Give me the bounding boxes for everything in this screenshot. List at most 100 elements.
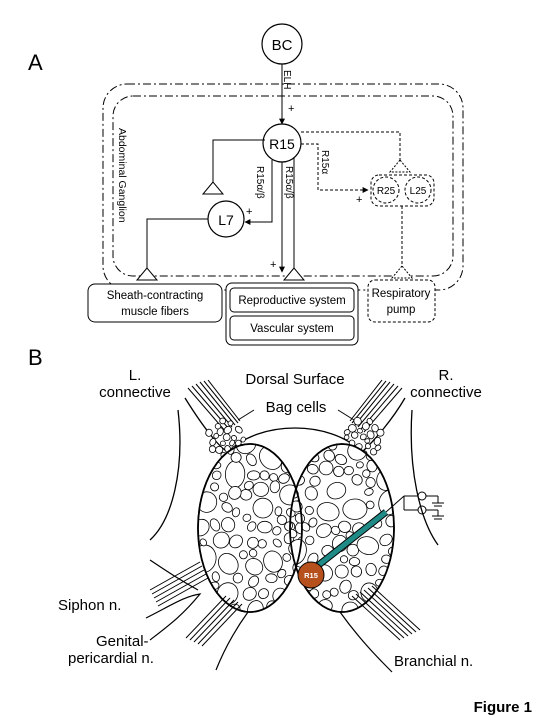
neuron-soma <box>211 571 220 582</box>
r15a-label: R15α <box>319 150 330 174</box>
neuron-soma <box>218 492 229 502</box>
neuron-soma <box>356 428 363 434</box>
r-connective-label-2: connective <box>410 384 482 401</box>
neuron-soma <box>213 432 220 439</box>
neuron-soma <box>209 518 221 532</box>
neuron-soma <box>205 428 213 437</box>
reproductive-plus: + <box>270 259 276 271</box>
neuron-soma <box>305 535 315 546</box>
terminal-triangle-respiratory <box>390 265 414 279</box>
neuron-soma <box>258 588 269 599</box>
neuron-soma <box>234 425 243 434</box>
terminal-triangle-left <box>201 181 225 195</box>
neuron-soma <box>308 517 318 528</box>
neuron-soma <box>330 525 341 535</box>
neuron-soma <box>222 433 231 442</box>
neuron-soma <box>269 480 281 494</box>
neuron-soma <box>272 526 282 536</box>
neuron-soma <box>247 521 257 532</box>
neuron-soma <box>238 550 248 560</box>
neuron-soma <box>221 502 233 513</box>
respiratory-pump-label-1: Respiratory <box>372 288 431 300</box>
neuron-soma <box>318 460 334 476</box>
figure-label: Figure 1 <box>474 699 532 716</box>
l-connective-label-1: L. <box>129 367 142 384</box>
neuron-soma <box>227 420 234 427</box>
r25-label: R25 <box>377 186 396 197</box>
neuron-soma <box>228 486 242 500</box>
neuron-soma <box>351 474 363 486</box>
genital-pericardial-fibers <box>185 595 243 647</box>
neuron-soma <box>343 429 351 436</box>
neuron-soma <box>209 438 217 447</box>
vascular-system-label: Vascular system <box>250 323 334 335</box>
neuron-soma <box>304 486 318 501</box>
genital-pericardial-label-1: Genital- <box>96 633 149 650</box>
neuron-soma <box>230 435 238 441</box>
neuron-soma <box>342 498 368 520</box>
neuron-soma <box>208 445 217 453</box>
reproductive-system-label: Reproductive system <box>238 295 345 307</box>
r15-neuron-label: R15 <box>304 571 318 580</box>
neuron-soma <box>199 538 207 547</box>
neuron-soma <box>356 461 364 469</box>
neuron-soma <box>246 453 257 467</box>
neuron-soma <box>316 523 332 538</box>
neuron-soma <box>347 590 359 601</box>
neuron-soma <box>278 473 290 484</box>
neuron-soma <box>232 572 244 584</box>
right-hemiganglion-rim <box>289 443 395 613</box>
right-connective-fibers <box>349 379 403 433</box>
neuron-soma <box>322 590 332 599</box>
r15-to-r25-pathway <box>301 143 369 193</box>
neuron-soma <box>374 444 382 451</box>
neuron-soma <box>334 453 348 466</box>
neuron-soma <box>309 475 321 487</box>
neuron-soma <box>351 431 359 439</box>
neurons-right <box>290 444 394 612</box>
neuron-soma <box>265 573 278 584</box>
neuron-soma <box>385 515 394 528</box>
neuron-soma <box>366 417 373 425</box>
neuron-soma <box>218 553 239 575</box>
r25-cell <box>372 176 400 204</box>
neuron-soma <box>257 539 267 549</box>
elh-plus: + <box>288 103 294 115</box>
neuron-soma <box>282 553 292 562</box>
neuron-soma <box>257 520 273 534</box>
terminal-triangle-r25 <box>388 159 412 173</box>
l25-cell <box>404 176 432 204</box>
r15ab-right-label: R15α/β <box>283 166 294 199</box>
neuron-soma <box>362 469 371 478</box>
siphon-nerve-fibers <box>149 561 209 607</box>
neuron-soma <box>248 575 260 588</box>
neuron-soma <box>373 436 382 446</box>
neuron-soma <box>338 520 352 533</box>
amplifier-wiring <box>385 491 444 520</box>
left-hemiganglion-rim <box>197 443 303 613</box>
muscle-fibers-label-1: Sheath-contracting <box>107 290 204 302</box>
neuron-soma <box>212 531 230 549</box>
neuron-soma <box>248 548 258 558</box>
neuron-soma <box>304 505 314 515</box>
r15-to-terminal-dashed <box>301 131 401 160</box>
branchial-nerve-fibers <box>351 585 421 641</box>
neuron-soma <box>263 550 283 573</box>
neuron-soma <box>220 440 226 447</box>
neuron-soma <box>339 555 349 564</box>
neuron-soma <box>371 424 379 433</box>
bc-label: BC <box>272 37 293 54</box>
neuron-soma <box>245 558 264 576</box>
neuron-soma <box>365 562 377 577</box>
neuron-soma <box>223 425 232 435</box>
neuron-soma <box>366 430 375 440</box>
neuron-soma <box>243 480 254 491</box>
neuron-soma <box>364 438 371 444</box>
l7-label: L7 <box>218 212 234 228</box>
r25-plus: + <box>356 194 362 206</box>
r15-left-branch <box>212 139 265 182</box>
l7-to-muscle-pathway <box>146 218 208 270</box>
terminal-triangle-muscle <box>135 267 159 281</box>
neuron-soma <box>359 433 367 441</box>
